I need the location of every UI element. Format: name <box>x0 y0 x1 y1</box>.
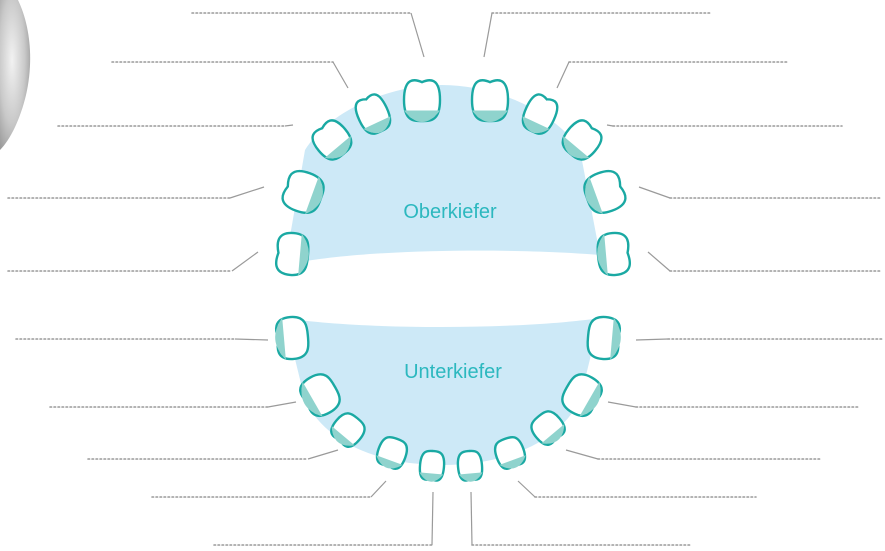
leader-line <box>607 125 613 126</box>
leader-line <box>371 481 386 497</box>
leader-line <box>268 402 296 407</box>
leader-line <box>648 252 670 271</box>
leader-line <box>411 13 424 57</box>
upper-jaw-label: Oberkiefer <box>403 201 497 223</box>
lower-tooth <box>586 316 622 361</box>
lower-tooth <box>419 450 446 483</box>
leader-line <box>566 450 598 459</box>
leader-line <box>484 13 492 57</box>
upper-tooth <box>404 80 440 122</box>
leader-line <box>608 402 636 407</box>
upper-tooth <box>595 232 630 277</box>
leader-line <box>308 450 338 459</box>
leader-line <box>232 252 258 271</box>
leader-line <box>285 125 293 126</box>
lower-tooth <box>273 316 309 361</box>
leader-line <box>432 492 433 545</box>
leader-line <box>230 187 264 198</box>
leader-line <box>518 481 535 497</box>
leader-line <box>557 62 569 88</box>
leader-line <box>471 492 472 545</box>
leader-line <box>333 62 348 88</box>
tooth-model-image <box>0 0 30 150</box>
upper-tooth <box>472 80 508 122</box>
upper-tooth <box>275 232 310 277</box>
leader-line <box>639 187 670 198</box>
lower-jaw-label: Unterkiefer <box>404 361 502 383</box>
lower-tooth <box>457 450 484 483</box>
leader-line <box>636 339 668 340</box>
leader-line <box>235 339 268 340</box>
